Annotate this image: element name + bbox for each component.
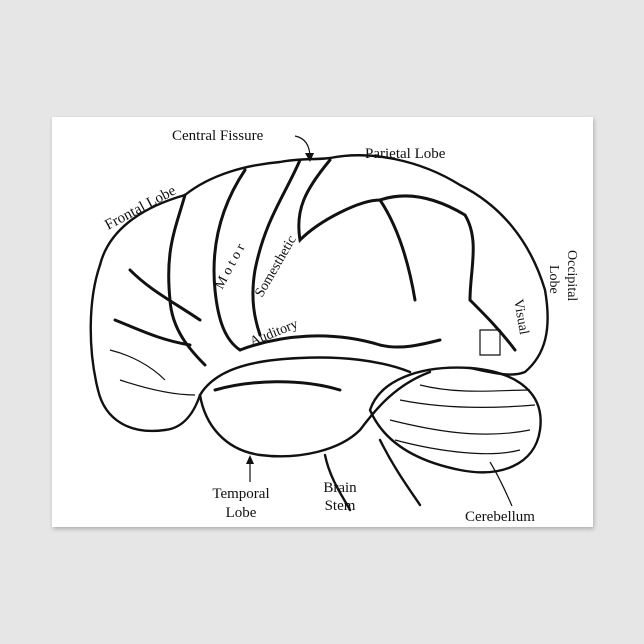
label-occipital-lobe: Lobe xyxy=(546,265,561,294)
label-motor: M o t o r xyxy=(212,241,248,292)
brain-stem xyxy=(323,438,422,512)
label-visual: Visual xyxy=(510,298,531,336)
label-occipital: Occipital xyxy=(564,250,579,301)
temporal-arrowhead xyxy=(246,455,254,464)
brain-folds xyxy=(109,158,517,396)
label-central-fissure: Central Fissure xyxy=(172,128,264,144)
label-frontal-lobe: Frontal Lobe xyxy=(102,183,179,234)
cerebellum-pointer xyxy=(489,461,513,507)
cerebellum-shape xyxy=(368,366,542,474)
central-fissure-arrowhead xyxy=(305,153,314,162)
labels: Central Fissure Parietal Lobe Frontal Lo… xyxy=(102,128,579,525)
label-cerebellum: Cerebellum xyxy=(465,509,535,525)
label-somesthetic: Somesthetic xyxy=(252,233,299,300)
label-brain: Brain xyxy=(323,480,357,496)
label-parietal-lobe: Parietal Lobe xyxy=(365,146,446,162)
postcard xyxy=(52,117,593,527)
label-temporal-lobe: Lobe xyxy=(226,505,257,521)
label-temporal: Temporal xyxy=(212,486,269,502)
label-stem: Stem xyxy=(325,498,356,514)
